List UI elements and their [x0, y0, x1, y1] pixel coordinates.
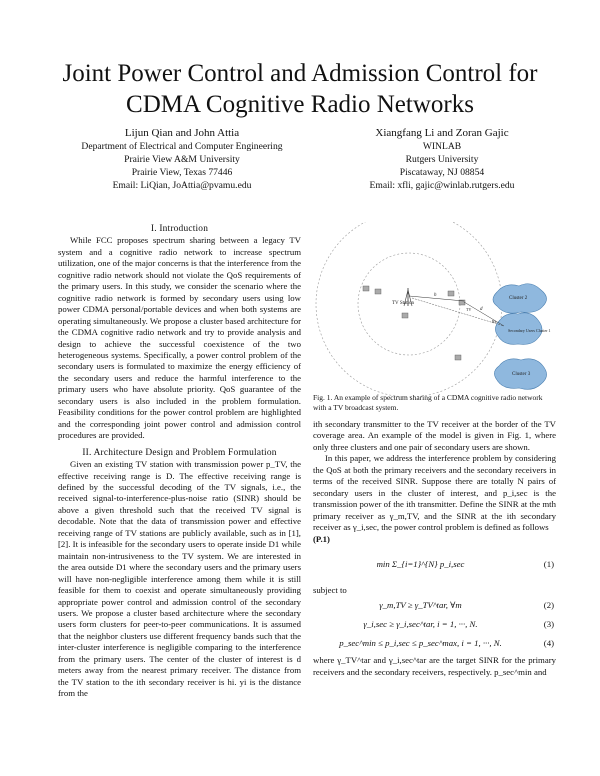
author-email-left: Email: LiQian, JoAttia@pvamu.edu [112, 180, 252, 191]
secondary-rx-label: Rx [492, 319, 497, 324]
equation-2: γ_m,TV ≥ γ_TV^tar, ∀m (2) [313, 600, 556, 613]
author-univ-left: Prairie View A&M University [124, 154, 240, 165]
house-icon [447, 290, 455, 297]
section-heading-introduction: I. Introduction [150, 224, 209, 234]
subject-to-label: subject to [313, 584, 347, 595]
equation-1: min Σ_{i=1}^{N} p_i,sec (1) [313, 545, 556, 585]
author-univ-right: Rutgers University [405, 154, 479, 165]
architecture-paragraph: Given an existing TV station with transm… [58, 459, 301, 699]
h-label: h [434, 293, 437, 298]
equation-3-number: (3) [543, 619, 554, 630]
cluster-3-label: Cluster 3 [512, 372, 531, 377]
equation-2-body: γ_m,TV ≥ γ_TV^tar, ∀m [379, 600, 462, 611]
paper-title-line-2: CDMA Cognitive Radio Networks [126, 91, 474, 118]
right-column: ith secondary transmitter to the TV rece… [313, 419, 556, 678]
equation-2-number: (2) [543, 600, 554, 611]
figure-1-network-diagram: TV Station Cluster 2 Secondary Users Clu… [315, 222, 551, 398]
problem-label: (P.1) [313, 533, 330, 544]
right-last-paragraph: where γ_TV^tar and γ_i,sec^tar are the t… [313, 655, 556, 677]
tv-station-label: TV Station [392, 301, 414, 306]
left-column: I. Introduction While FCC proposes spect… [58, 224, 301, 700]
equation-1-body: min Σ_{i=1}^{N} p_i,sec [376, 558, 465, 569]
author-block-left: Lijun Qian and John Attia Department of … [62, 126, 302, 192]
cluster-2-label: Cluster 2 [509, 296, 528, 301]
d-line [463, 301, 505, 327]
tv-coverage-outer-circle [315, 222, 503, 398]
equation-4: p_sec^min ≤ p_i,sec ≤ p_sec^max, i = 1, … [313, 638, 556, 651]
cluster-1-cloud [495, 312, 543, 345]
cluster-3-cloud [494, 358, 547, 390]
cluster-2-cloud [492, 283, 547, 314]
house-icon [374, 288, 382, 295]
intro-paragraph: While FCC proposes spectrum sharing betw… [58, 235, 301, 441]
figure-caption: Fig. 1. An example of spectrum sharing o… [313, 393, 543, 412]
house-icon [362, 285, 370, 292]
author-city-right: Piscataway, NJ 08854 [399, 167, 485, 178]
author-names-right: Xiangfang Li and Zoran Gajic [375, 127, 509, 139]
equation-1-number: (1) [543, 558, 554, 569]
equation-4-body: p_sec^min ≤ p_i,sec ≤ p_sec^max, i = 1, … [339, 638, 502, 649]
house-icon [401, 312, 409, 319]
author-dept-left: Department of Electrical and Computer En… [81, 141, 283, 152]
equation-3: γ_i,sec ≥ γ_i,sec^tar, i = 1, ···, N. (3… [313, 619, 556, 632]
paper-title-line-1: Joint Power Control and Admission Contro… [62, 60, 538, 87]
tv-rx-label: TV [466, 307, 471, 312]
author-dept-right: WINLAB [422, 141, 462, 152]
author-names-left: Lijun Qian and John Attia [124, 127, 240, 139]
author-block-right: Xiangfang Li and Zoran Gajic WINLAB Rutg… [322, 126, 562, 192]
h-line [408, 295, 465, 302]
cluster-1-label: Secondary Users Cluster 1 [508, 328, 551, 333]
right-paragraph-1: ith secondary transmitter to the TV rece… [313, 419, 556, 452]
house-icon [454, 354, 462, 361]
right-paragraph-2: In this paper, we address the interferen… [313, 453, 556, 533]
author-email-right: Email: xfli, gajic@winlab.rutgers.edu [369, 180, 515, 191]
equation-3-body: γ_i,sec ≥ γ_i,sec^tar, i = 1, ···, N. [363, 619, 478, 630]
equation-4-number: (4) [543, 638, 554, 649]
author-city-left: Prairie View, Texas 77446 [131, 167, 233, 178]
d-label: d [480, 307, 483, 312]
section-heading-architecture: II. Architecture Design and Problem Form… [82, 447, 277, 458]
